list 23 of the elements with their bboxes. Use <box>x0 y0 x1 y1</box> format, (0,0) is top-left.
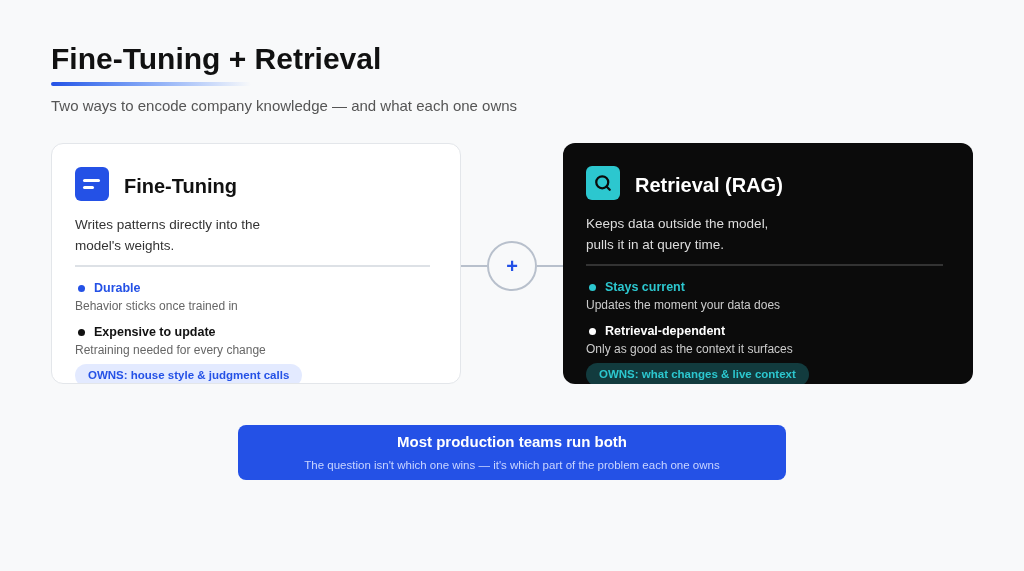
con-heading: Expensive to update <box>94 324 216 341</box>
con-detail: Retraining needed for every change <box>75 342 266 359</box>
con-detail: Only as good as the context it surfaces <box>586 341 793 358</box>
owns-pill: OWNS: what changes & live context <box>586 363 809 384</box>
connector-line <box>460 265 488 267</box>
connector-line <box>536 265 564 267</box>
summary-banner <box>238 425 786 480</box>
card-description: Writes patterns directly into the model's weights. <box>75 216 262 255</box>
banner-heading: Most production teams run both <box>397 432 627 453</box>
pro-heading: Stays current <box>605 279 685 296</box>
con-heading: Retrieval-dependent <box>605 323 726 340</box>
card-background <box>51 143 461 384</box>
subtitle: Two ways to encode company knowledge — and what each one owns <box>51 96 518 116</box>
pro-heading: Durable <box>94 280 141 297</box>
pro-detail: Behavior sticks once trained in <box>75 298 238 315</box>
card-title: Retrieval (RAG) <box>635 173 783 198</box>
card-title: Fine-Tuning <box>124 174 237 199</box>
card-description: Keeps data outside the model, pulls it in at query time. <box>586 215 770 254</box>
banner-text: The question isn't which one wins — it's which part of the problem each one owns <box>304 457 720 473</box>
pro-detail: Updates the moment your data does <box>586 297 781 314</box>
page-title: Fine-Tuning + Retrieval <box>51 41 382 77</box>
card-background <box>563 143 973 384</box>
owns-pill: OWNS: house style & judgment calls <box>75 364 303 383</box>
